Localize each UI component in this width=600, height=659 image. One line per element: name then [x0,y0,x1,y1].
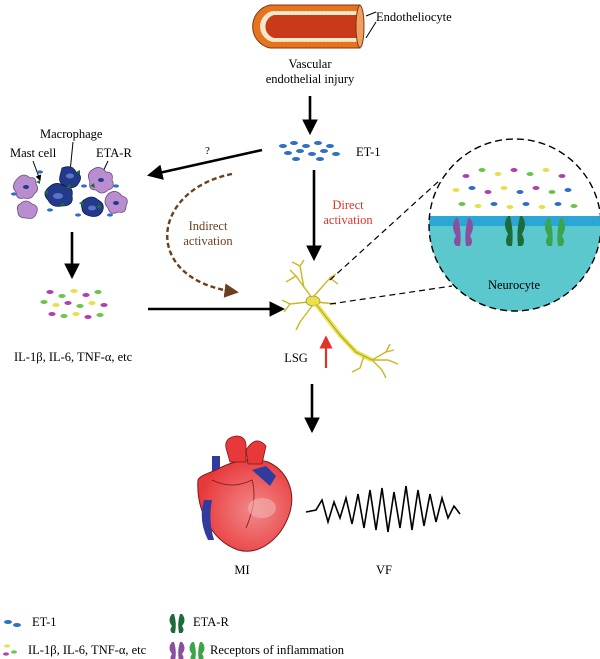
receptor-icon [545,218,565,246]
eta-r-markers [36,170,101,209]
ecg-wave-icon [305,485,461,533]
mast-cell [13,174,38,199]
macrophage-cell [59,166,81,188]
arrow-et1-to-immune [146,148,263,180]
legend-receptor-swatch [169,642,205,659]
indirect-label-line1: Indirect [189,219,228,233]
direct-label-line2: activation [323,213,373,227]
mast-cell [16,200,38,219]
mast-cell-label: Mast cell [10,146,57,160]
macrophage-cell [80,196,104,217]
macrophage-label: Macrophage [40,127,103,141]
indirect-label-line2: activation [183,234,233,248]
vascular-label-line1: Vascular [288,57,332,71]
mi-label: MI [234,563,249,577]
direct-label-line1: Direct [332,198,364,212]
et1-label: ET-1 [356,145,381,159]
eta-r-label: ETA-R [96,146,132,160]
mast-cell [88,167,114,194]
et1-cluster [279,141,340,161]
legend-et1-swatch [4,620,21,627]
macrophage-cell [44,183,73,207]
neuron-icon [281,259,399,379]
vf-label: VF [376,563,392,577]
cytokine-cluster [40,289,108,319]
endotheliocyte-vessel-icon [252,4,365,49]
immune-cells-group [11,166,128,219]
endotheliocyte-label: Endotheliocyte [376,10,452,24]
legend-eta-r-label: ETA-R [193,615,229,629]
indirect-activation-arrow [166,172,239,298]
legend-receptors-label: Receptors of inflammation [210,643,345,657]
legend-cytokines-label: IL-1β, IL-6, TNF-α, etc [28,643,147,657]
cytokines-label: IL-1β, IL-6, TNF-α, etc [14,350,133,364]
neurocyte-label: Neurocyte [488,278,541,292]
receptor-icon [453,218,473,246]
legend-eta-r-swatch [169,614,185,633]
legend-et1-label: ET-1 [32,615,57,629]
question-label: ? [205,145,210,157]
heart-icon [197,435,293,552]
vascular-label-line2: endothelial injury [266,72,355,86]
legend-cytokines-swatch [3,644,17,656]
legend: ET-1 ETA-R IL-1β, IL-6, TNF-α, etc Recep… [3,614,345,659]
receptor-icon [505,216,525,246]
mast-cell [104,191,128,214]
ligand-particles [452,168,578,209]
neurocyte-zoom-circle [428,138,600,312]
et1-near-cells [11,170,119,217]
lsg-label: LSG [284,351,308,365]
